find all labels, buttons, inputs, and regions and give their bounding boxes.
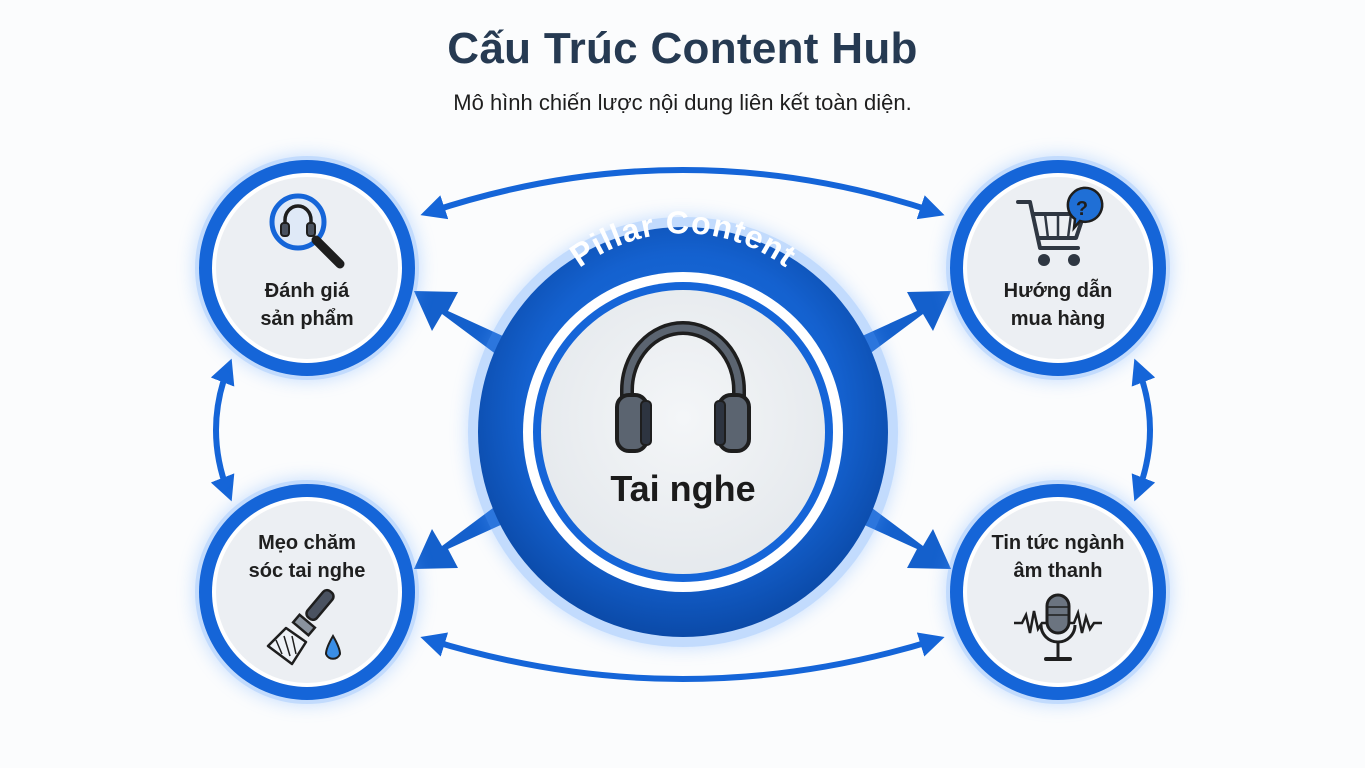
- spoke-node-top-right: [946, 156, 1170, 380]
- pillar-hub: Pillar Content: [468, 204, 898, 647]
- headphones-magnifier-icon: [269, 193, 345, 269]
- microphone-soundwave-icon: [1014, 593, 1102, 661]
- spoke-label-top-left: Đánh giá sản phẩm: [260, 280, 354, 330]
- spoke-node-top-left: [195, 156, 419, 380]
- connector-right: [1131, 358, 1156, 502]
- spoke-connectors: [210, 167, 1156, 682]
- svg-text:?: ?: [1076, 198, 1088, 220]
- spoke-node-bottom-left: [195, 480, 419, 704]
- headphones-icon: [615, 321, 751, 453]
- arrow-to-top-right: [860, 291, 951, 355]
- cleaning-brush-icon: [266, 588, 342, 666]
- spoke-label-top-right: Hướng dẫn mua hàng: [1003, 280, 1113, 330]
- arrow-to-bottom-left: [414, 505, 505, 569]
- hub-label: Tai nghe: [610, 468, 756, 509]
- page-title: Cấu Trúc Content Hub: [447, 24, 918, 73]
- shopping-cart-question-icon: ?: [1016, 186, 1104, 266]
- spoke-label-bottom-left: Mẹo chăm sóc tai nghe: [248, 532, 366, 582]
- connector-bottom: [420, 632, 945, 682]
- page-subtitle: Mô hình chiến lược nội dung liên kết toà…: [453, 90, 912, 115]
- spoke-node-bottom-right: [946, 480, 1170, 704]
- arrow-to-top-left: [414, 291, 505, 355]
- connector-top: [420, 167, 945, 220]
- hub-arrows: [414, 291, 951, 569]
- spoke-label-bottom-right: Tin tức ngành âm thanh: [991, 532, 1125, 582]
- connector-left: [210, 358, 235, 502]
- arrow-to-bottom-right: [860, 505, 951, 569]
